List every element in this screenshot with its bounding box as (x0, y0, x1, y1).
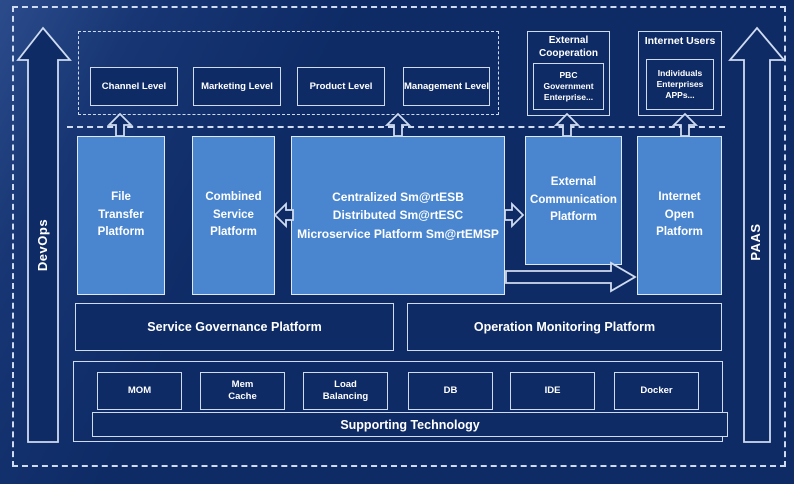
centralized-esb-platform-box: Centralized Sm@rtESB Distributed Sm@rtES… (291, 136, 505, 295)
level-box-channel: Channel Level (90, 67, 178, 106)
levels-dashed-container (78, 31, 499, 115)
internet-users-box: Internet Users Individuals Enterprises A… (638, 31, 722, 116)
external-cooperation-box: External Cooperation PBC Government Ente… (527, 31, 610, 116)
service-governance-platform-box: Service Governance Platform (75, 303, 394, 351)
external-cooperation-items: PBC Government Enterprise... (533, 63, 604, 110)
tech-box-load-balancing: Load Balancing (303, 372, 388, 410)
external-cooperation-title: External Cooperation (539, 35, 598, 59)
tech-box-mem-cache: Mem Cache (200, 372, 285, 410)
up-arrow-icon-centralized (384, 112, 412, 137)
internet-open-platform-box: Internet Open Platform (637, 136, 722, 295)
left-arrow-icon-combined-service (273, 201, 294, 229)
tech-box-docker: Docker (614, 372, 699, 410)
supporting-technology-container (73, 361, 723, 442)
right-arrow-icon-external-communication (504, 201, 525, 229)
tech-box-db: DB (408, 372, 493, 410)
supporting-technology-bar: Supporting Technology (92, 412, 728, 437)
level-box-marketing: Marketing Level (193, 67, 281, 106)
tech-box-mom: MOM (97, 372, 182, 410)
level-box-product: Product Level (297, 67, 385, 106)
paas-arrow-icon (728, 26, 786, 443)
outer-dashed-border (12, 6, 786, 467)
external-communication-platform-box: External Communication Platform (525, 136, 622, 265)
up-arrow-icon-file-transfer (106, 112, 134, 137)
combined-service-platform-box: Combined Service Platform (192, 136, 275, 295)
paas-rail-label: PAAS (748, 223, 763, 261)
devops-arrow-icon (16, 26, 72, 443)
right-arrow-icon-to-internet-open (505, 261, 637, 293)
file-transfer-platform-box: File Transfer Platform (77, 136, 165, 295)
level-box-management: Management Level (403, 67, 490, 106)
devops-rail-label: DevOps (35, 218, 50, 272)
tech-box-ide: IDE (510, 372, 595, 410)
up-arrow-icon-internet-users (671, 112, 699, 137)
operation-monitoring-platform-box: Operation Monitoring Platform (407, 303, 722, 351)
internet-users-items: Individuals Enterprises APPs... (646, 59, 714, 110)
internet-users-title: Internet Users (644, 35, 716, 47)
up-arrow-icon-external-cooperation (553, 112, 581, 137)
